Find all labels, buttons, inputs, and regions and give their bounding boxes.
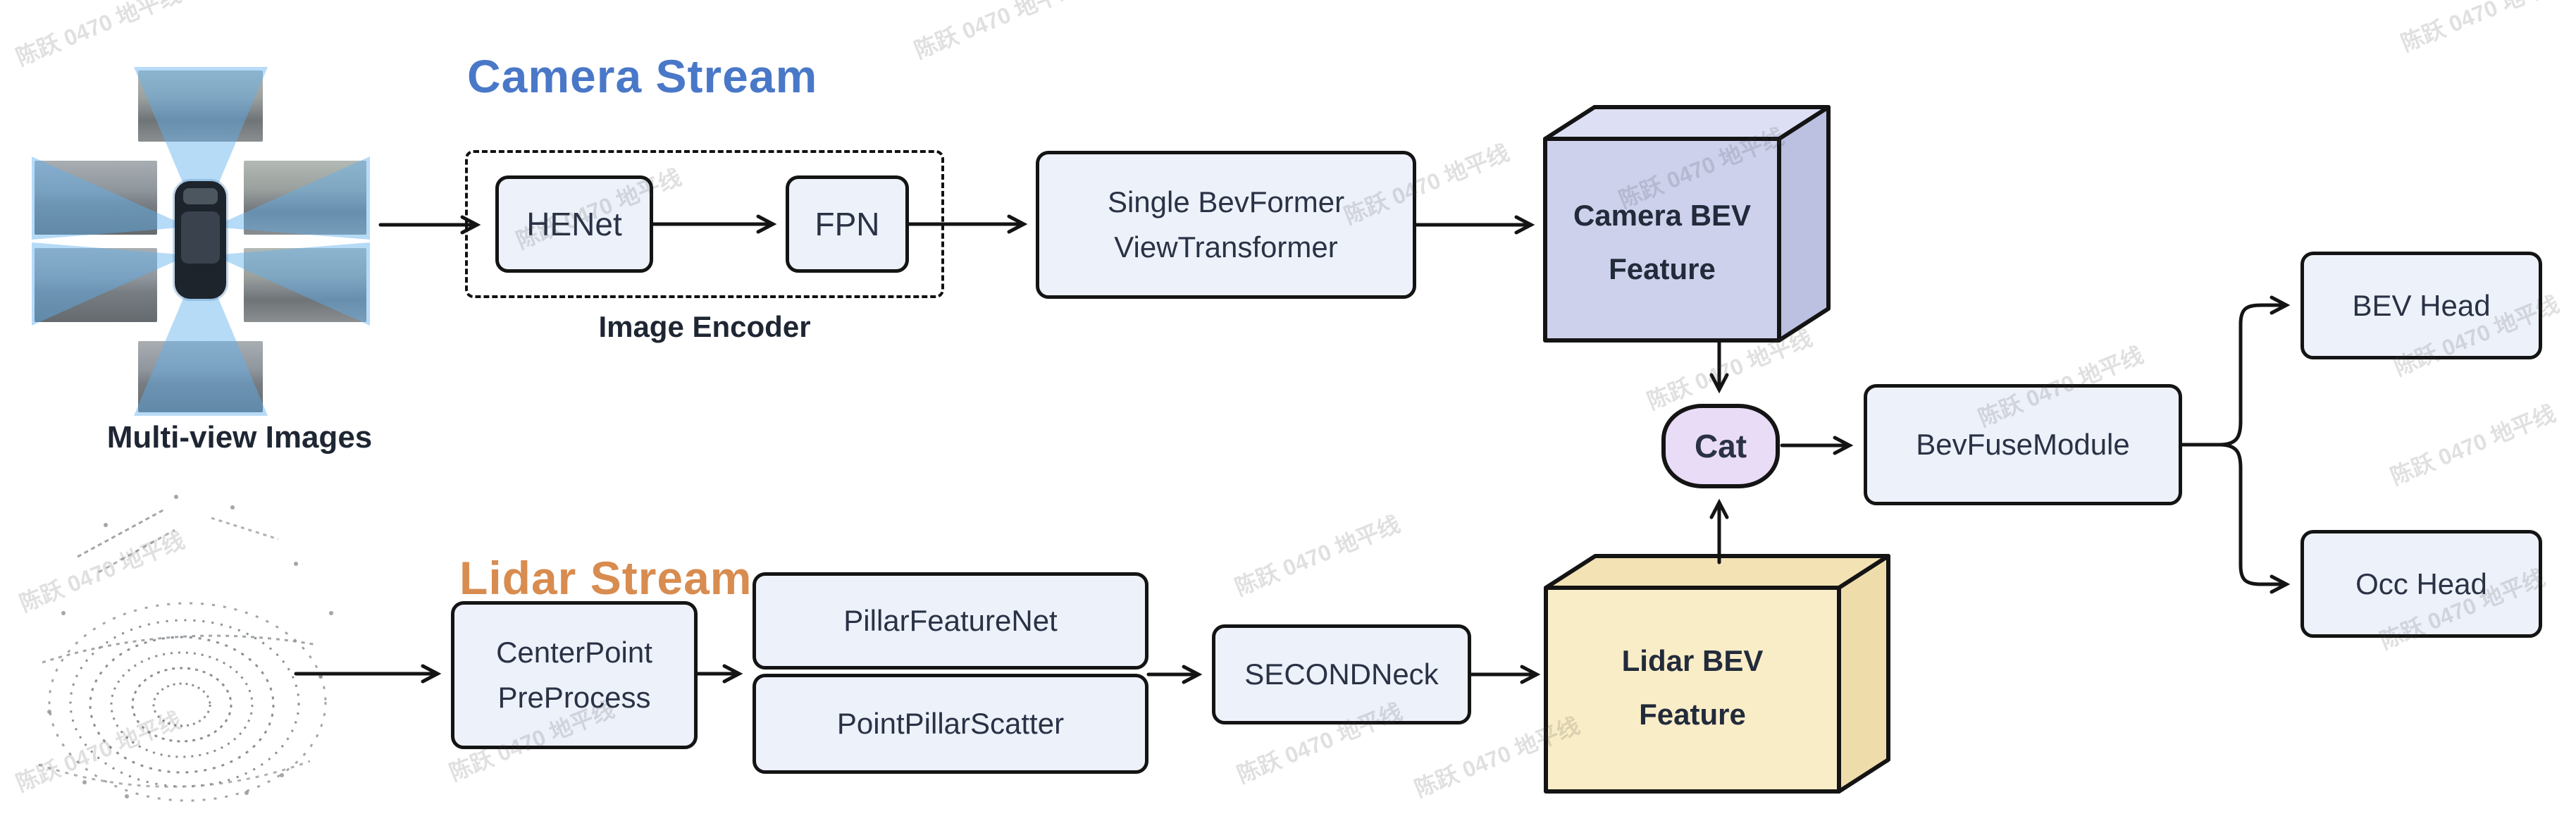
henet-box: HENet <box>495 175 653 273</box>
camera-stream-title: Camera Stream <box>467 50 818 102</box>
fpn-label: FPN <box>815 206 880 242</box>
lidar-bev-label: Lidar BEV Feature <box>1621 644 1764 731</box>
camera-image-back <box>138 341 263 412</box>
bevfuse-module-label: BevFuseModule <box>1916 428 2130 461</box>
lidar-pointcloud <box>38 495 333 802</box>
fov-cones <box>32 67 370 416</box>
occ-head-box: Occ Head <box>2301 530 2542 638</box>
arrow-bevfuse-to-bevhead <box>2217 295 2291 447</box>
henet-label: HENet <box>526 206 622 242</box>
camera-bev-label: Camera BEV Feature <box>1573 199 1752 285</box>
bevfuse-module-box: BevFuseModule <box>1864 384 2182 505</box>
second-neck-box: SECONDNeck <box>1212 624 1471 724</box>
camera-image-back-right <box>244 248 366 322</box>
image-encoder-label: Image Encoder <box>598 310 811 343</box>
fpn-box: FPN <box>786 175 909 273</box>
occ-head-label: Occ Head <box>2355 567 2487 600</box>
arrow-bevfuse-to-occhead <box>2217 443 2291 594</box>
bev-head-label: BEV Head <box>2352 288 2491 322</box>
pillar-feature-net-box: PillarFeatureNet <box>753 572 1148 670</box>
lidar-stream-title: Lidar Stream <box>459 552 753 604</box>
ego-car-icon <box>175 181 226 299</box>
camera-image-front-right <box>244 161 366 235</box>
centerpoint-preprocess-box: CenterPoint PreProcess <box>451 601 698 749</box>
camera-image-back-left <box>35 248 157 322</box>
view-transformer-line1: Single BevFormer <box>1107 185 1345 218</box>
view-transformer-line2: ViewTransformer <box>1114 230 1338 264</box>
camera-image-front <box>138 70 263 142</box>
point-pillar-scatter-box: PointPillarScatter <box>753 674 1148 774</box>
camera-bev-box <box>1543 105 1831 343</box>
lidar-bev-box <box>1544 554 1890 794</box>
cat-node: Cat <box>1661 404 1780 488</box>
cat-label: Cat <box>1694 428 1747 464</box>
camera-image-front-left <box>35 161 157 235</box>
bev-head-box: BEV Head <box>2301 252 2542 359</box>
view-transformer-box: Single BevFormer ViewTransformer <box>1036 151 1416 299</box>
multiview-images-label: Multi-view Images <box>106 420 373 455</box>
